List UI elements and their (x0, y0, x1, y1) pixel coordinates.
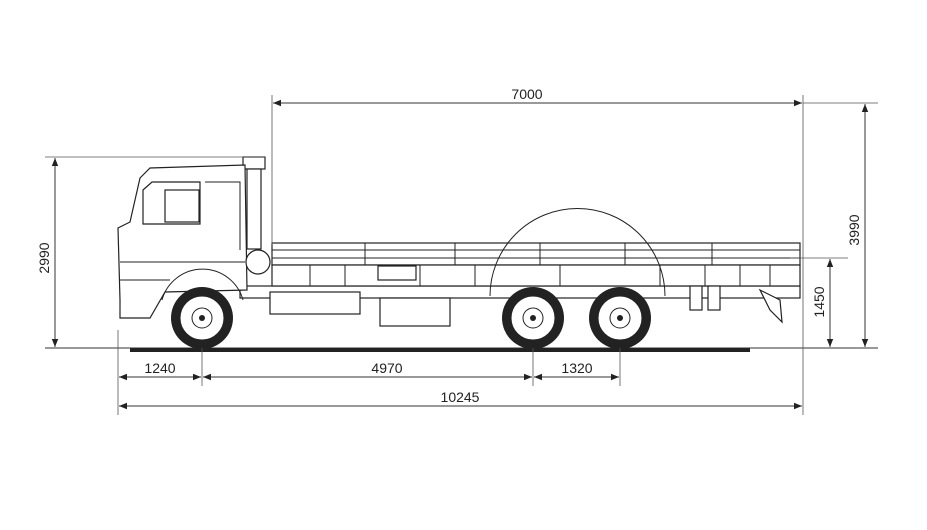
extension-lines (45, 95, 878, 415)
rear-wheel-1 (502, 287, 564, 349)
truck-side-view (117, 156, 801, 349)
dimension-lines (51, 99, 869, 410)
dim-overall-length: 10245 (441, 389, 480, 405)
ground-line (45, 347, 878, 352)
rear-wheel-2 (589, 287, 651, 349)
dim-cab-height: 2990 (36, 242, 52, 273)
dim-overall-height: 3990 (846, 214, 862, 245)
dim-wheelbase: 4970 (371, 360, 402, 376)
dim-rear-axle-spacing: 1320 (561, 360, 592, 376)
dim-front-overhang: 1240 (144, 360, 175, 376)
dim-platform-height: 1450 (811, 286, 827, 317)
dim-cargo-length: 7000 (511, 86, 542, 102)
front-wheel (171, 287, 233, 349)
